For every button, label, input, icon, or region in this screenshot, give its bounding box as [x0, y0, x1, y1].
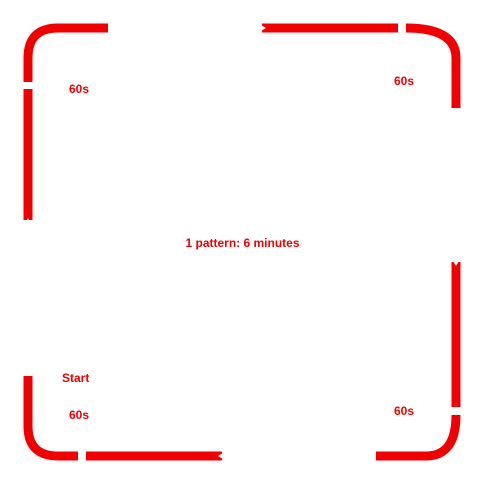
duration-label-bottom-right: 60s [394, 404, 415, 418]
duration-label-top-right: 60s [394, 74, 415, 88]
track-top-right-corner [405, 23, 461, 108]
start-label: Start [62, 371, 90, 385]
duration-label-bottom-left: 60s [69, 408, 90, 422]
track-bottom-right-corner [376, 414, 461, 461]
bottom-segment-arrow-tail [218, 450, 228, 462]
top-segment-arrow-tail [256, 22, 266, 34]
duration-label-top-left: 60s [69, 82, 90, 96]
pattern-duration-caption: 1 pattern: 6 minutes [185, 236, 300, 250]
track-top-left-corner [23, 23, 108, 82]
track-bottom-left-corner [23, 376, 78, 461]
left-segment-arrow-tail [23, 218, 33, 228]
right-segment-arrow-tail [450, 256, 462, 266]
